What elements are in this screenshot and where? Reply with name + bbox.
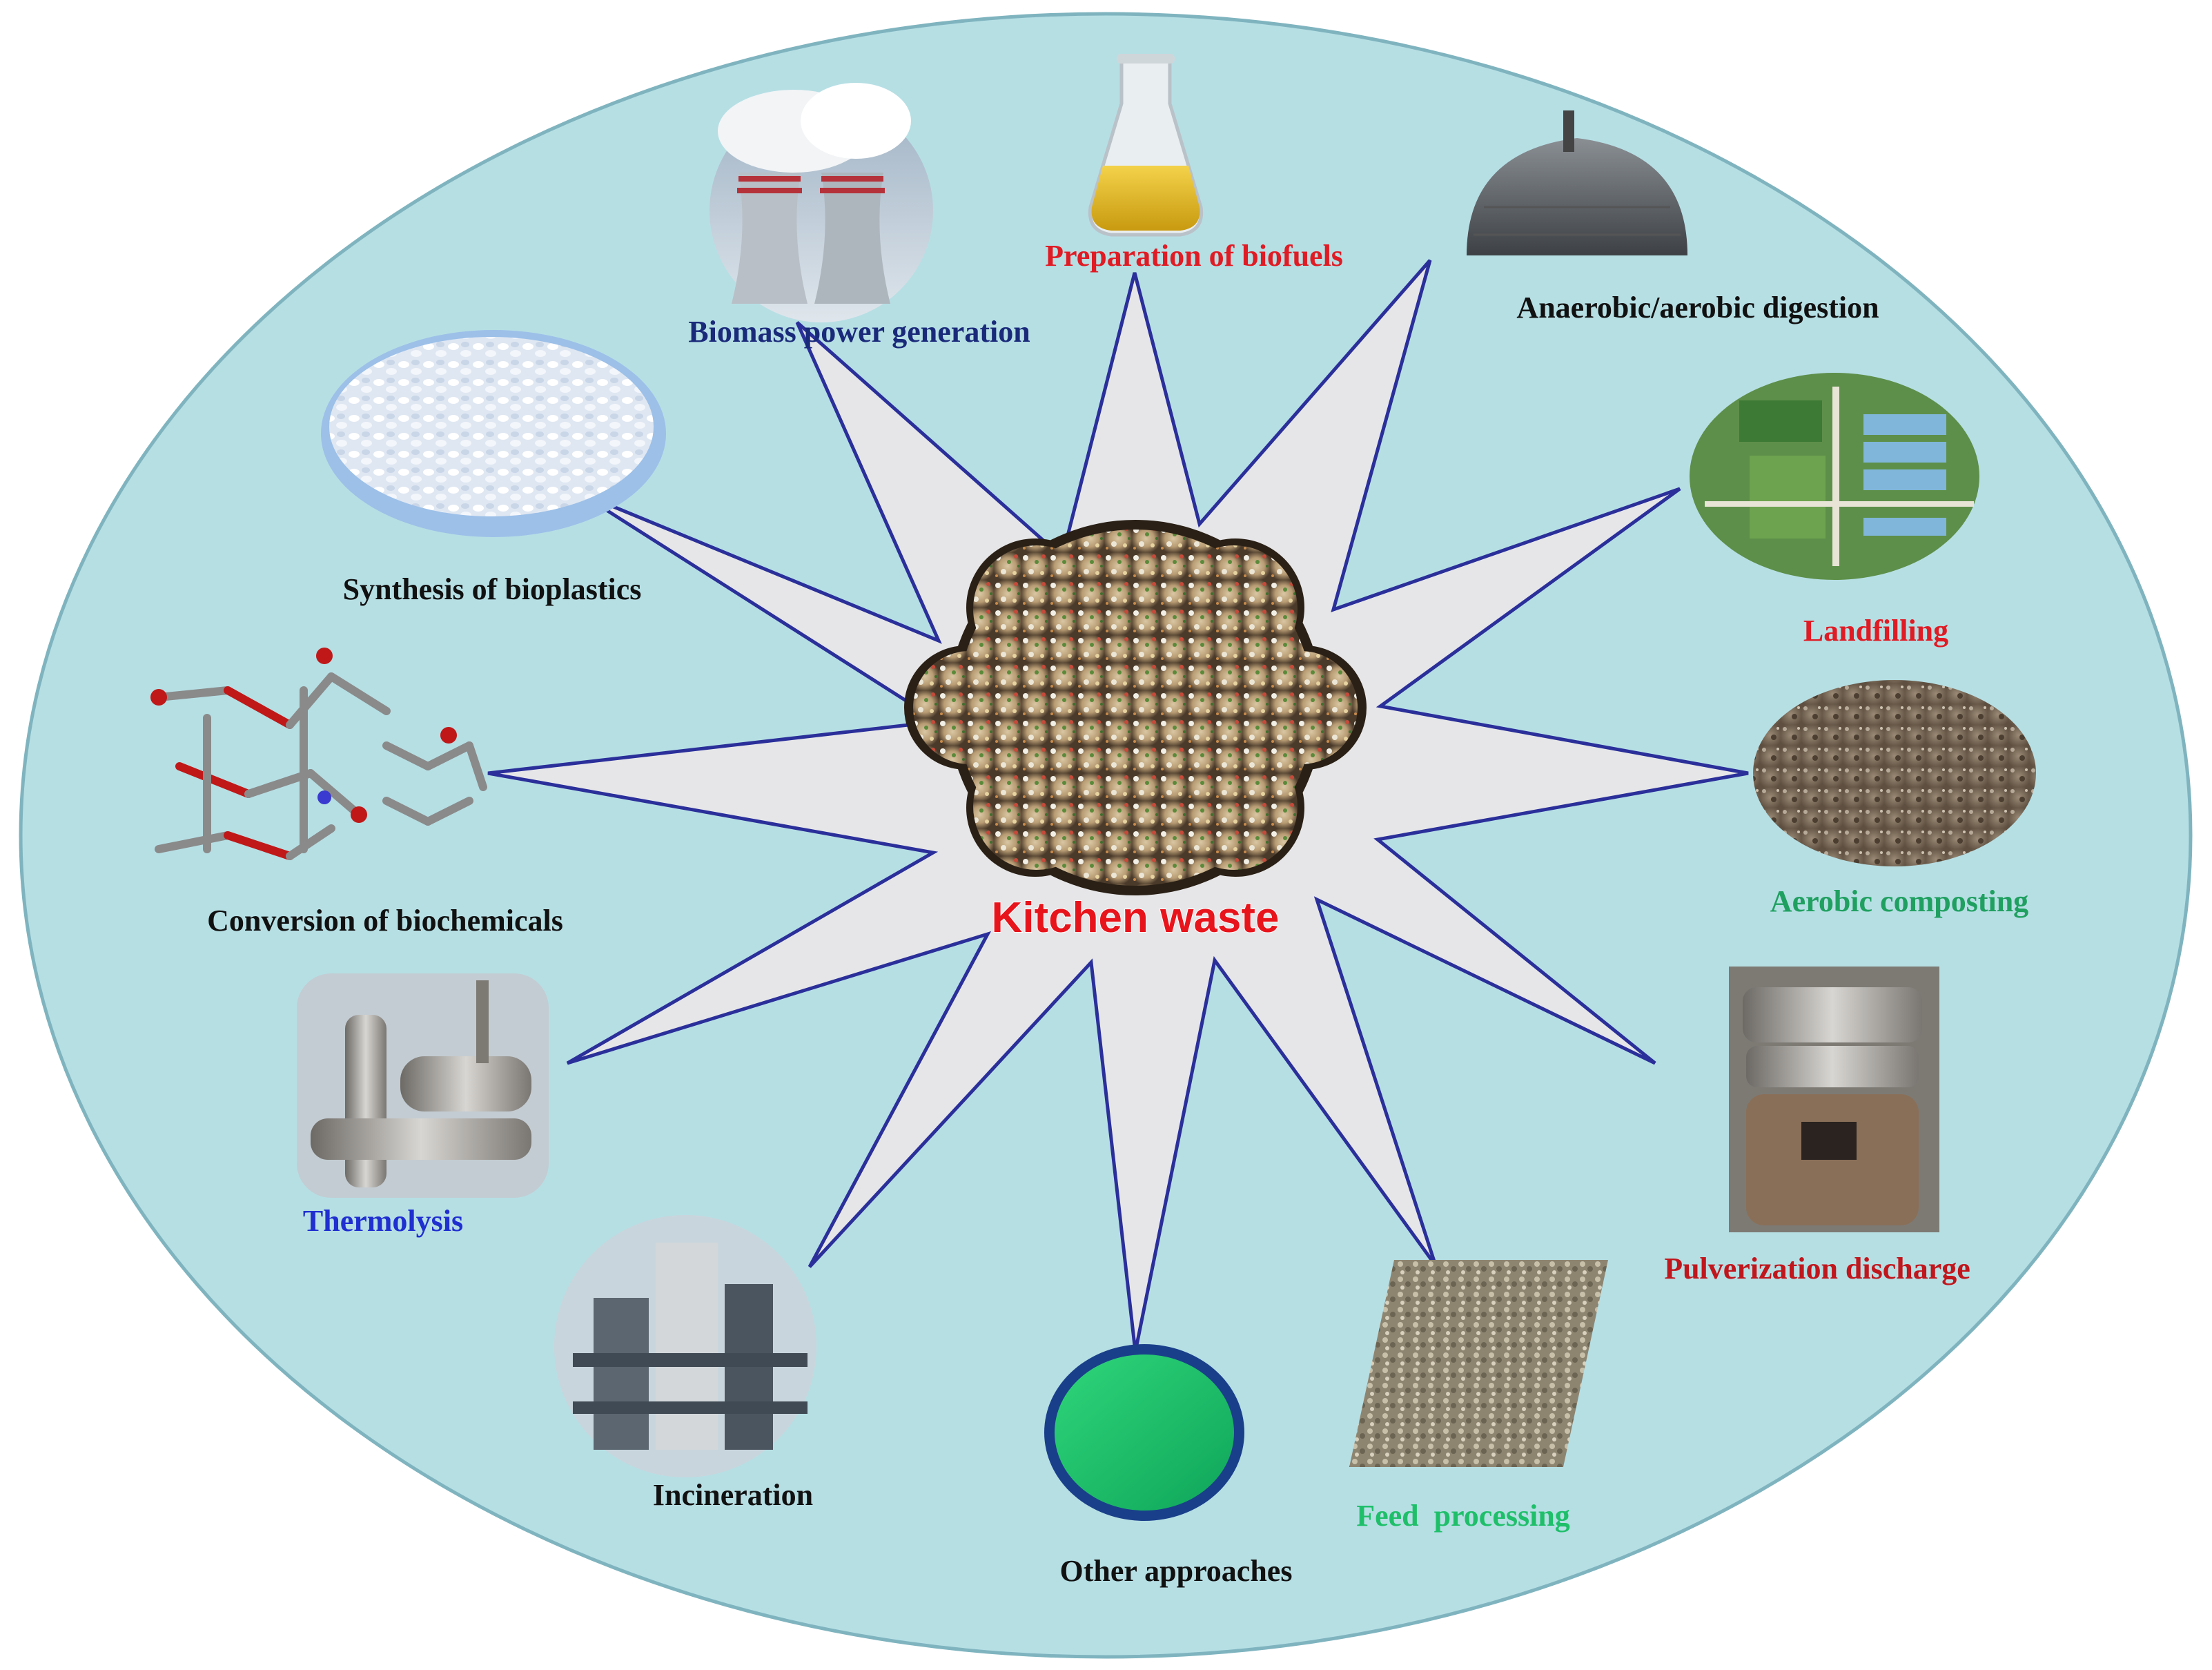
plastic-pellets-icon: [321, 330, 666, 537]
label-bioplastics: Synthesis of bioplastics: [343, 572, 642, 606]
label-power: Biomass power generation: [688, 315, 1030, 349]
compost-soil-icon: [1753, 680, 2036, 866]
kitchen-waste-image: [904, 520, 1367, 895]
label-thermolysis: Thermolysis: [303, 1204, 463, 1238]
label-digestion: Anaerobic/aerobic digestion: [1516, 291, 1879, 324]
digester-dome-icon: [1467, 110, 1687, 255]
landfill-site-aerial-icon: [1690, 373, 1979, 580]
molecule-model-icon: [150, 648, 487, 860]
center-title: Kitchen waste: [992, 894, 1280, 942]
feed-pellets-icon: [1349, 1260, 1608, 1467]
grinder-machine-icon: [1729, 967, 1939, 1232]
green-circle-icon: [1044, 1344, 1244, 1521]
label-pulverization: Pulverization discharge: [1664, 1252, 1970, 1285]
label-feed: Feed processing: [1356, 1499, 1570, 1533]
label-incineration: Incineration: [653, 1478, 813, 1512]
label-landfilling: Landfilling: [1803, 614, 1948, 648]
cooling-towers-icon: [709, 83, 933, 322]
pipe-plant-icon: [297, 973, 549, 1198]
label-composting: Aerobic composting: [1770, 884, 2028, 918]
label-other: Other approaches: [1060, 1554, 1293, 1588]
flask-with-oil-icon: [1088, 54, 1204, 237]
label-biofuels: Preparation of biofuels: [1045, 239, 1343, 273]
incineration-plant-icon: [554, 1215, 816, 1477]
label-biochemicals: Conversion of biochemicals: [207, 904, 563, 938]
